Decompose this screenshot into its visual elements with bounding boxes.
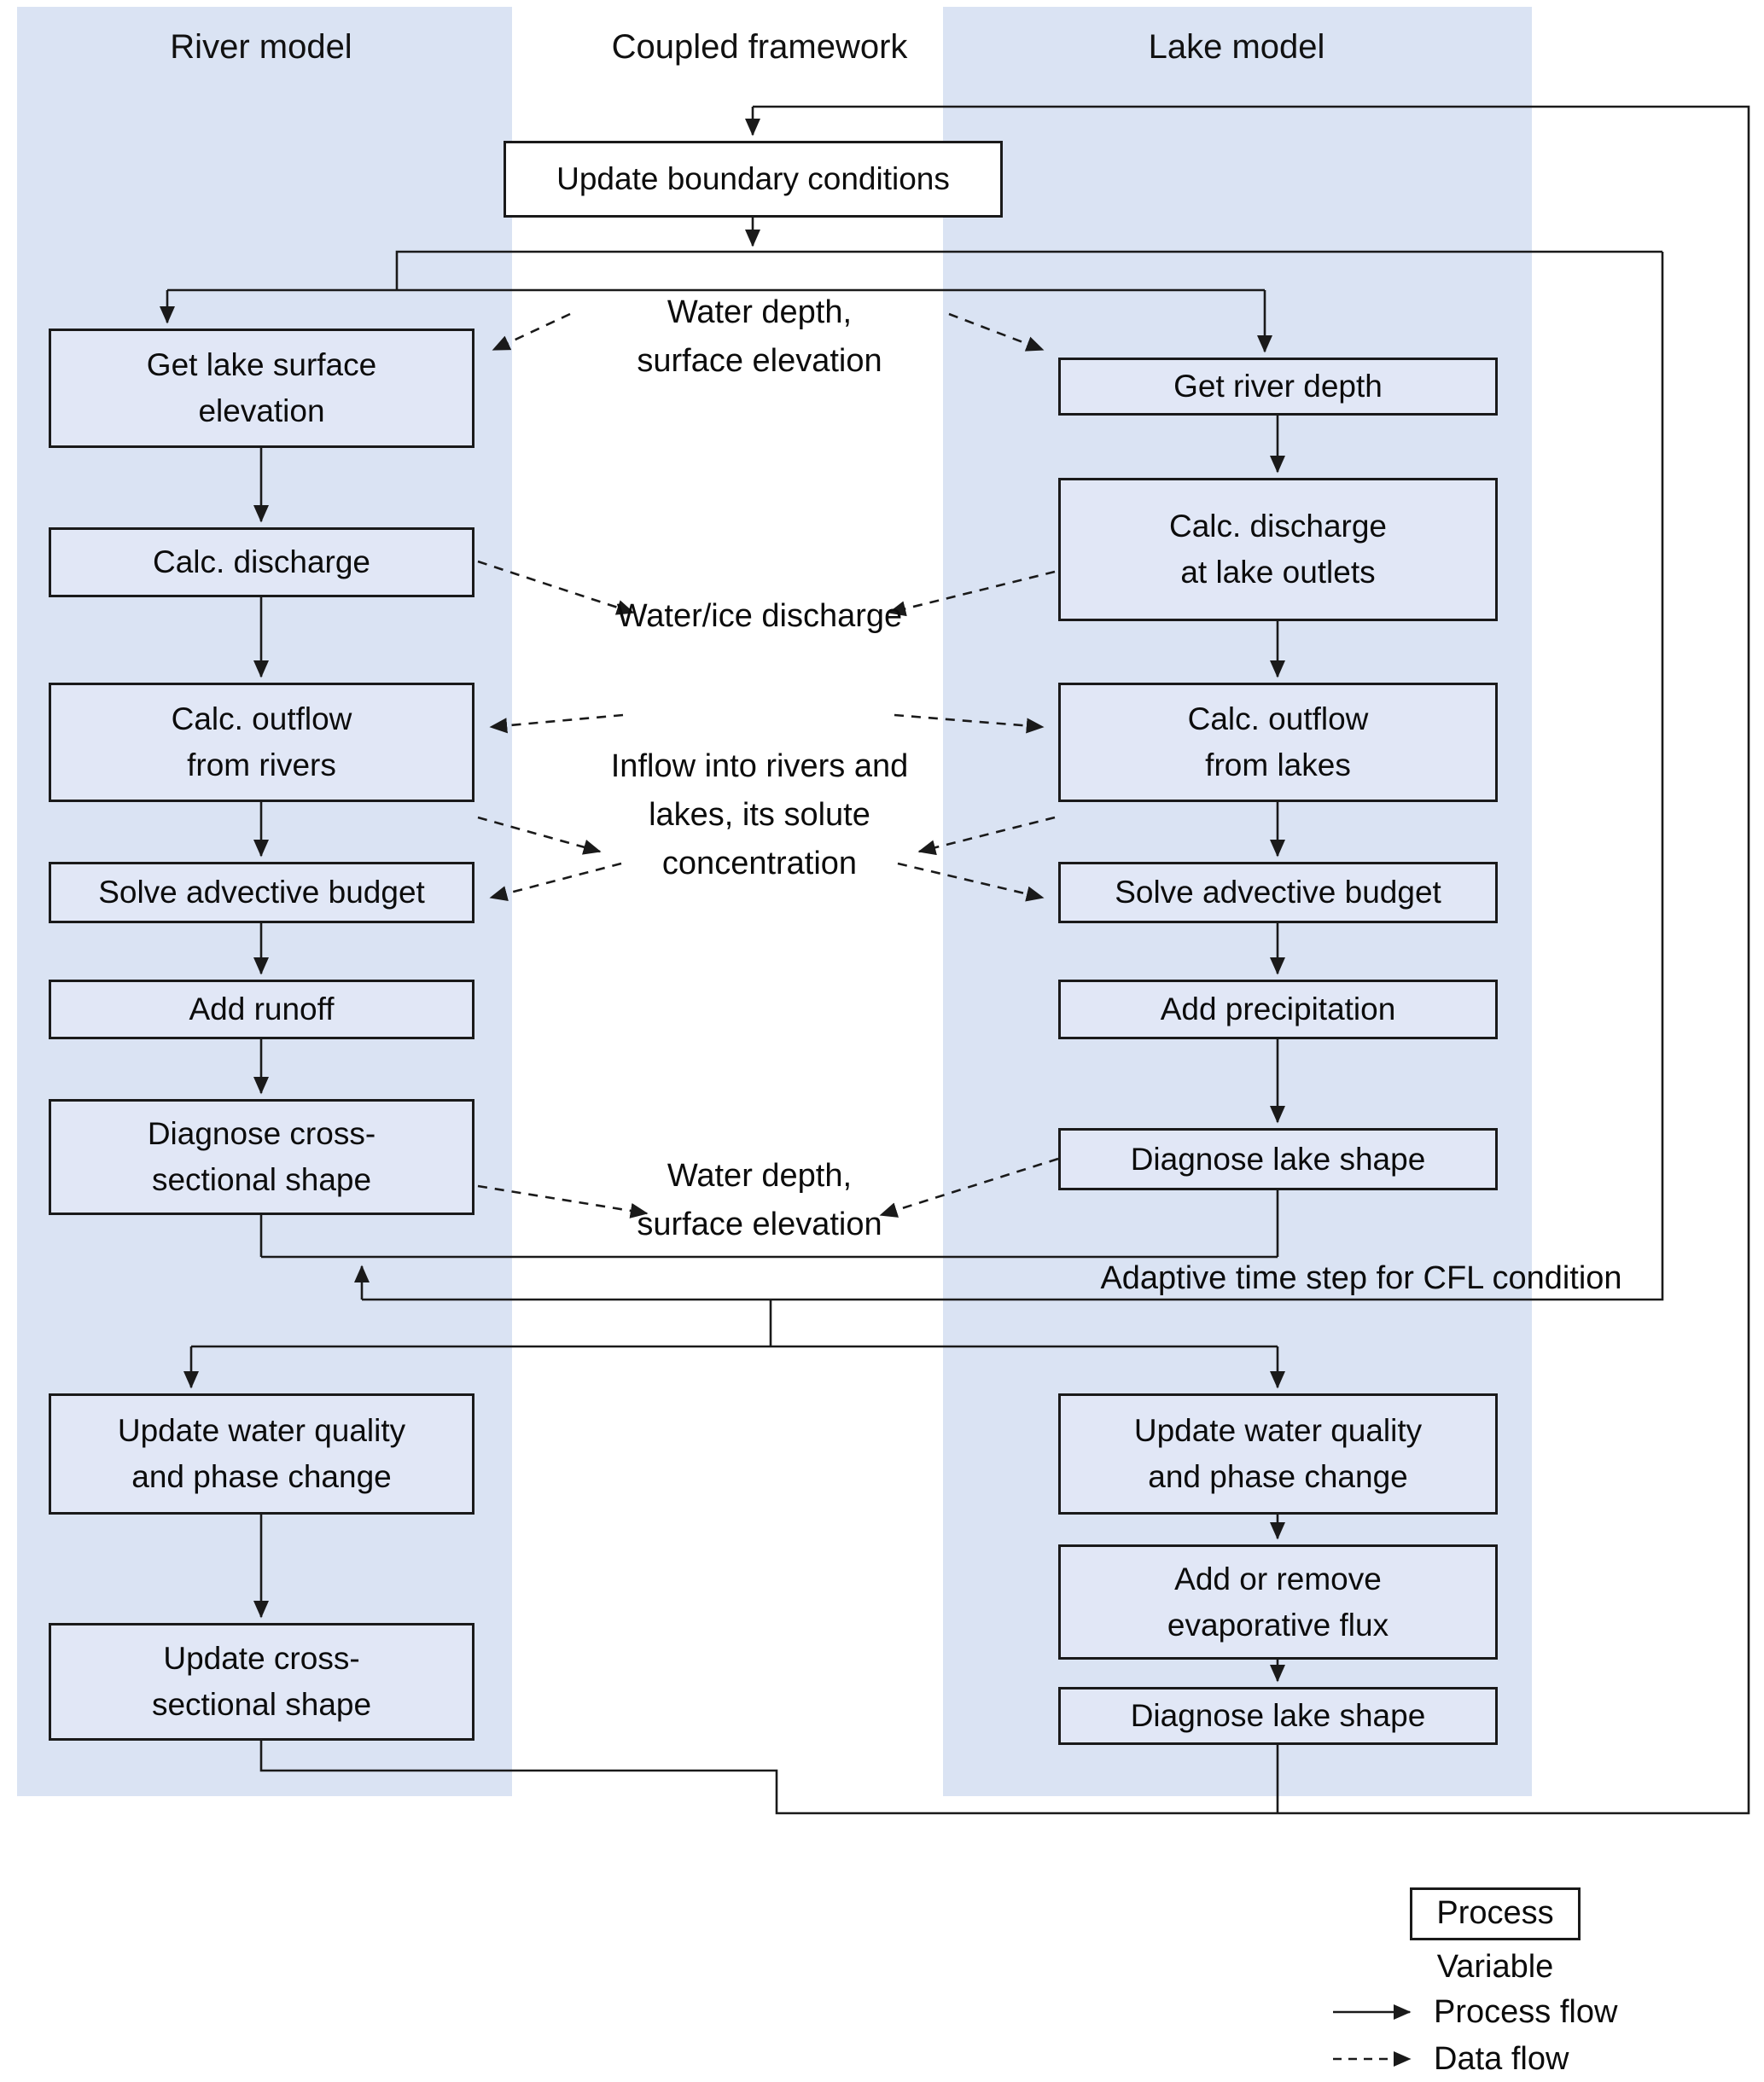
legend-data-flow-label: Data flow <box>1434 2040 1569 2077</box>
data-arrow-lake-discharge-to-label <box>888 570 1056 617</box>
data-arrow-inflow-to-lake-outflow <box>894 713 1045 734</box>
process-box-diagnose-lake-shape-2: Diagnose lake shape <box>1058 1687 1498 1745</box>
label-adaptive-time-step-cfl: Adaptive time step for CFL condition <box>1100 1259 1622 1296</box>
junction-line-upper <box>395 250 1662 290</box>
data-flow-lines <box>477 312 1059 1218</box>
variable-label-water-depth-bottom: Water depth, surface elevation <box>637 1158 882 1242</box>
column-header-river-model: River model <box>170 27 352 66</box>
process-box-get-river-depth: Get river depth <box>1058 358 1498 416</box>
legend-process-box: Process <box>1410 1887 1581 1940</box>
process-box-update-cross-sectional-shape: Update cross- sectional shape <box>49 1623 474 1741</box>
process-box-update-water-quality-lake: Update water quality and phase change <box>1058 1393 1498 1515</box>
process-box-calc-outflow-from-lakes: Calc. outflow from lakes <box>1058 683 1498 802</box>
variable-label-water-ice-discharge: Water/ice discharge <box>616 597 903 634</box>
legend-process-flow-label: Process flow <box>1434 1993 1618 2030</box>
data-arrow-lake-shape-to-label <box>879 1157 1059 1218</box>
process-box-solve-advective-budget-lake: Solve advective budget <box>1058 862 1498 923</box>
data-arrow-river-outflow-to-inflow-label <box>477 816 602 855</box>
legend-variable-label: Variable <box>1436 1948 1554 1985</box>
variable-label-inflow: Inflow into rivers and lakes, its solute… <box>610 747 909 881</box>
legend-arrows <box>1333 2003 1412 2067</box>
process-box-diagnose-cross-sectional-shape: Diagnose cross- sectional shape <box>49 1099 474 1215</box>
process-box-add-or-remove-evaporative-flux: Add or remove evaporative flux <box>1058 1544 1498 1660</box>
process-box-update-boundary-conditions: Update boundary conditions <box>504 141 1003 218</box>
process-box-calc-discharge-at-lake-outlets: Calc. discharge at lake outlets <box>1058 478 1498 621</box>
process-box-add-runoff: Add runoff <box>49 980 474 1039</box>
column-header-coupled-framework: Coupled framework <box>611 27 908 66</box>
data-arrow-inflow-to-river-outflow <box>489 713 624 734</box>
column-header-lake-model: Lake model <box>1148 27 1325 66</box>
data-arrow-inflow-to-river-budget <box>489 862 622 901</box>
process-box-solve-advective-budget-river: Solve advective budget <box>49 862 474 923</box>
variable-label-water-depth-top: Water depth, surface elevation <box>637 294 882 379</box>
process-flow-lines <box>159 105 1750 1815</box>
data-arrow-depth-to-river-1 <box>492 312 571 352</box>
process-box-diagnose-lake-shape-1: Diagnose lake shape <box>1058 1128 1498 1190</box>
process-box-calc-outflow-from-rivers: Calc. outflow from rivers <box>49 683 474 802</box>
process-box-add-precipitation: Add precipitation <box>1058 980 1498 1039</box>
process-box-get-lake-surface-elevation: Get lake surface elevation <box>49 329 474 448</box>
data-arrow-river-shape-to-label <box>477 1184 649 1218</box>
outer-loop-line <box>259 105 1750 1815</box>
process-box-update-water-quality-river: Update water quality and phase change <box>49 1393 474 1515</box>
process-box-calc-discharge: Calc. discharge <box>49 527 474 597</box>
data-arrow-inflow-to-lake-budget <box>897 862 1045 902</box>
cfl-loop-line <box>362 252 1664 1301</box>
data-arrow-lake-outflow-to-inflow-label <box>917 816 1056 856</box>
